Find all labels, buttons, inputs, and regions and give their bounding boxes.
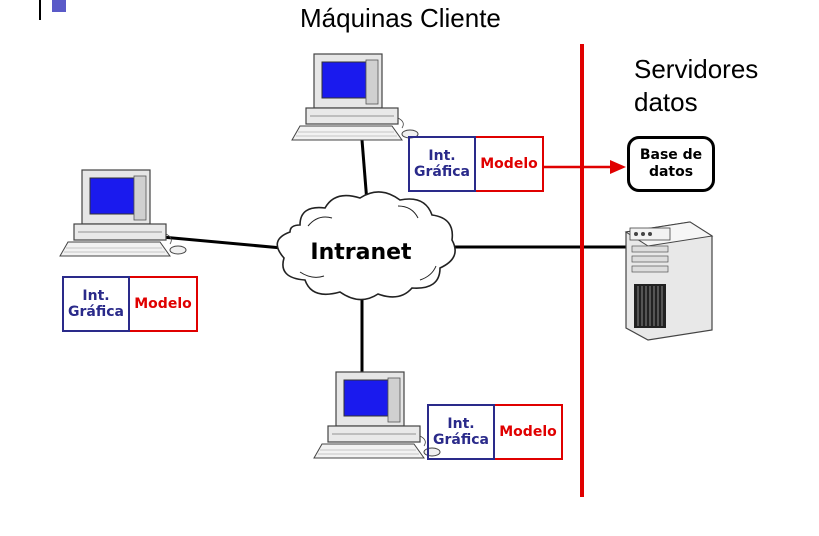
servers-label-line1: Servidores (634, 54, 759, 84)
ui-component: Int. Gráfica (408, 136, 476, 192)
model-component: Modelo (130, 276, 198, 332)
ui-label-line2: Gráfica (414, 164, 470, 180)
client-app-box-top: Int. Gráfica Modelo (408, 136, 544, 192)
database-label-line2: datos (648, 164, 694, 180)
computer-icon-bottom (313, 371, 441, 459)
ui-label-line2: Gráfica (433, 432, 489, 448)
database-label-line1: Base de (639, 147, 703, 163)
ui-label-line1: Int. (428, 148, 456, 164)
model-component: Modelo (476, 136, 544, 192)
ui-component: Int. Gráfica (62, 276, 130, 332)
intranet-label: Intranet (310, 240, 412, 265)
model-component: Modelo (495, 404, 563, 460)
computer-icon-left (59, 169, 187, 257)
server-icon (624, 221, 714, 341)
slide-marker (52, 0, 66, 12)
computer-icon-top (291, 53, 419, 141)
database-box: Base de datos (627, 136, 715, 192)
clients-title: Máquinas Cliente (300, 3, 501, 33)
client-app-box-bottom: Int. Gráfica Modelo (427, 404, 563, 460)
servers-label-line2: datos (634, 87, 698, 117)
ui-label-line1: Int. (82, 288, 110, 304)
ui-component: Int. Gráfica (427, 404, 495, 460)
intranet-cloud (276, 191, 456, 301)
ui-label-line2: Gráfica (68, 304, 124, 320)
ui-label-line1: Int. (447, 416, 475, 432)
arrow-head (610, 160, 626, 174)
client-app-box-left: Int. Gráfica Modelo (62, 276, 198, 332)
